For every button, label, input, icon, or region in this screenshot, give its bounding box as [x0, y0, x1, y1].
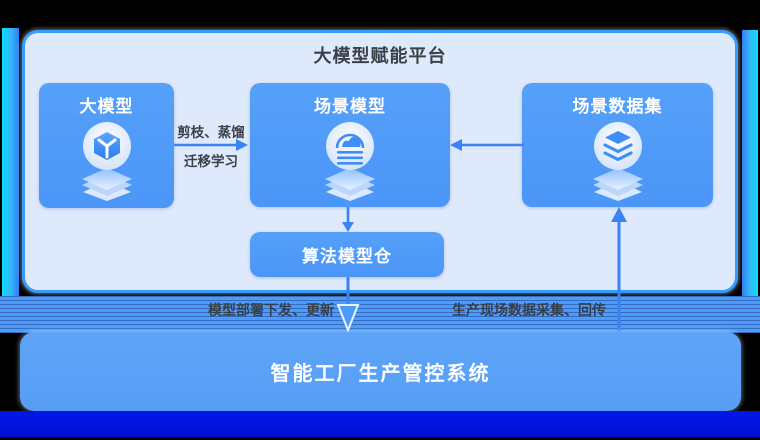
bottom-edge-artifact-band — [0, 411, 760, 437]
factory-system-label: 智能工厂生产管控系统 — [270, 363, 491, 385]
edge-label-data-collect: 生产现场数据采集、回传 — [452, 302, 606, 318]
edge-label-prune-distill: 剪枝、蒸馏 — [177, 125, 245, 140]
arrow-repo-to-factory — [336, 277, 360, 333]
node-scene-dataset-label: 场景数据集 — [572, 97, 663, 116]
node-scene-dataset: 场景数据集 — [522, 83, 713, 207]
node-scene-model-label: 场景模型 — [314, 97, 386, 116]
data-layers-stack-icon — [580, 119, 656, 206]
arrow-large-to-scene — [174, 139, 248, 151]
node-scene-model: 场景模型 — [250, 83, 450, 207]
node-large-model: 大模型 — [39, 83, 174, 208]
node-model-repo: 算法模型仓 — [250, 232, 444, 277]
glitch-band — [0, 296, 760, 333]
platform-title: 大模型赋能平台 — [313, 46, 447, 66]
edge-label-transfer-learning: 迁移学习 — [184, 154, 238, 169]
scene-gauge-stack-icon — [312, 119, 388, 206]
arrow-dataset-to-scene — [450, 139, 524, 151]
arrow-scene-to-repo — [342, 207, 354, 232]
edge-label-model-deploy: 模型部署下发、更新 — [208, 302, 334, 318]
cube-3d-stack-icon — [69, 119, 145, 206]
factory-system-panel: 智能工厂生产管控系统 — [20, 332, 741, 411]
node-large-model-label: 大模型 — [79, 97, 134, 116]
arrow-factory-to-dataset — [611, 207, 627, 332]
node-model-repo-label: 算法模型仓 — [302, 247, 392, 266]
left-edge-artifact-strip — [2, 28, 19, 296]
right-edge-artifact-strip — [742, 30, 758, 296]
